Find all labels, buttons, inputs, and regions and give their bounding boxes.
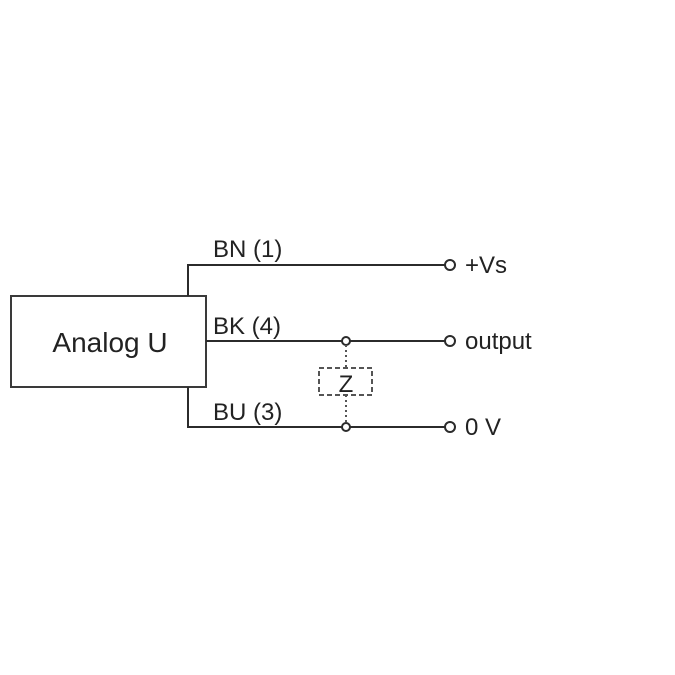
terminal-0v-icon — [444, 421, 456, 433]
device-label: Analog U — [52, 327, 167, 358]
wire-bu — [187, 387, 445, 428]
terminal-vs-label: +Vs — [465, 252, 507, 279]
terminal-output-icon — [444, 335, 456, 347]
load-box — [318, 367, 373, 396]
wire-bn-label: BN (1) — [213, 236, 282, 263]
wire-bn — [187, 264, 445, 296]
terminal-vs-icon — [444, 259, 456, 271]
wire-bk-label: BK (4) — [213, 313, 281, 340]
junction-output-icon — [341, 336, 351, 346]
wire-bu-label: BU (3) — [213, 399, 282, 426]
junction-0v-icon — [341, 422, 351, 432]
terminal-0v-label: 0 V — [465, 414, 501, 441]
terminal-output-label: output — [465, 328, 532, 355]
load-label: Z — [339, 371, 354, 398]
device-box — [10, 295, 207, 388]
